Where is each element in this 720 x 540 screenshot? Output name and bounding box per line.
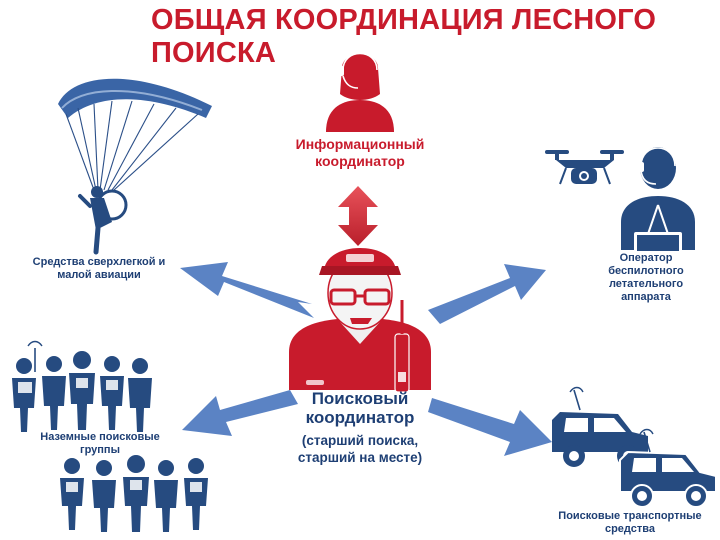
info-coordinator-label: Информационный координатор xyxy=(295,136,425,169)
search-team-icon xyxy=(12,340,152,432)
page-title: ОБЩАЯ КООРДИНАЦИЯ ЛЕСНОГО ПОИСКА xyxy=(151,4,657,69)
arrow-to-drone-operator xyxy=(428,264,546,324)
suv-icon xyxy=(552,386,648,467)
vehicles-label: Поисковые транспортные средства xyxy=(558,510,702,535)
ultralight-aviation-label: Средства сверхлегкой и малой авиации xyxy=(32,256,166,281)
search-coordinator-label: Поисковый координатор xyxy=(305,389,415,427)
arrow-to-ground-teams xyxy=(182,390,298,436)
search-team-icon xyxy=(60,455,208,532)
arrow-to-vehicles xyxy=(428,398,552,456)
search-coordinator-sublabel: (старший поиска, старший на месте) xyxy=(297,433,423,465)
person-icon xyxy=(184,458,208,530)
person-icon xyxy=(123,455,149,532)
ground-teams-label: Наземные поисковые группы xyxy=(40,431,160,456)
arrow-to-aviation xyxy=(180,262,314,318)
headset-operator-icon xyxy=(326,52,394,132)
coordinator-with-radio-icon xyxy=(289,248,431,393)
person-icon xyxy=(100,356,124,430)
person-icon xyxy=(60,458,84,530)
drone-operator-icon xyxy=(621,147,695,252)
drone-operator-label: Оператор беспилотного летательного аппар… xyxy=(608,252,684,303)
drone-icon xyxy=(545,150,624,185)
suv-icon xyxy=(619,428,717,508)
arrows xyxy=(180,262,552,456)
paraglider-icon xyxy=(58,78,212,255)
person-icon xyxy=(12,358,36,432)
person-icon xyxy=(69,351,95,430)
person-icon xyxy=(128,358,152,432)
person-icon xyxy=(42,356,66,430)
person-icon xyxy=(92,460,116,532)
person-icon xyxy=(154,460,178,532)
double-arrow-info-to-coordinator xyxy=(338,186,378,246)
